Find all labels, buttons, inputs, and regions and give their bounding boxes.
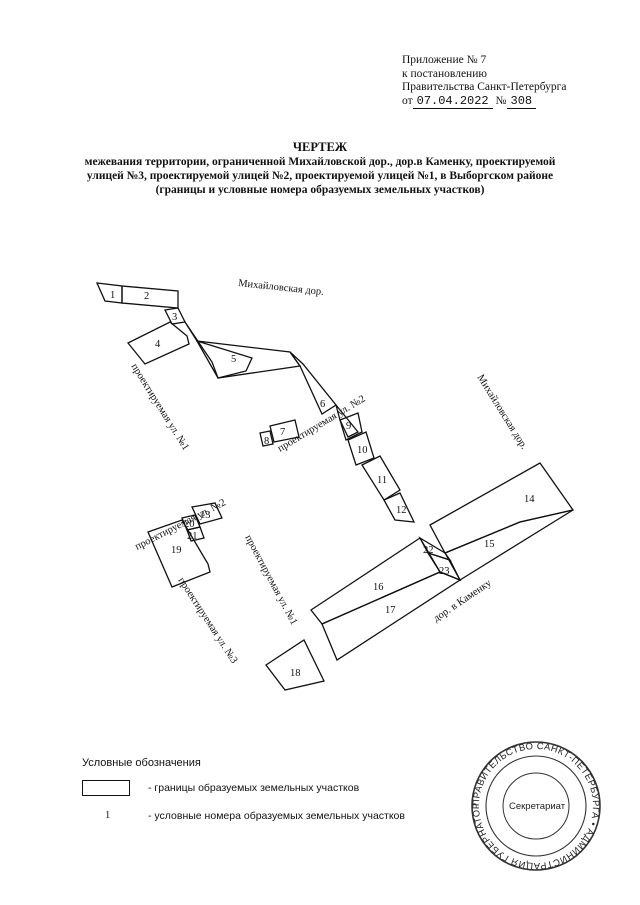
plot-number-20: 20 bbox=[184, 519, 195, 530]
plot-5-inner bbox=[195, 339, 253, 379]
plot-number-4: 4 bbox=[155, 339, 161, 350]
plot-17-boundary bbox=[321, 571, 462, 661]
plot-19-boundary bbox=[147, 519, 211, 588]
legend-boundary-text: - границы образуемых земельных участков bbox=[148, 782, 360, 794]
plot-number-1: 1 bbox=[110, 290, 115, 301]
plot-9-box bbox=[339, 412, 363, 441]
legend-title: Условные обозначения bbox=[82, 757, 201, 769]
plot-number-17: 17 bbox=[385, 605, 396, 616]
plot-number-2: 2 bbox=[144, 291, 149, 302]
plot-21-boundary bbox=[186, 526, 205, 542]
plot-18-boundary bbox=[265, 639, 325, 691]
seal-center-text: Секретариат bbox=[509, 801, 566, 812]
plot-number-18: 18 bbox=[290, 668, 301, 679]
legend-number-sample: 1 bbox=[105, 810, 111, 821]
plot-number-8: 8 bbox=[264, 436, 269, 447]
plot-number-11: 11 bbox=[377, 475, 387, 486]
drawing-title: ЧЕРТЕЖ межевания территории, ограниченно… bbox=[60, 140, 580, 197]
title-line-2: улицей №3, проектируемой улицей №2, прое… bbox=[86, 170, 554, 182]
plot-number-22: 22 bbox=[423, 545, 434, 556]
plot-7-boundary bbox=[269, 419, 300, 443]
plot-number-19: 19 bbox=[171, 545, 182, 556]
plot-number-10: 10 bbox=[357, 445, 368, 456]
resolution-date: 07.04.2022 bbox=[412, 93, 493, 109]
appendix-line-1: Приложение № 7 bbox=[402, 54, 487, 66]
legend-number-text: - условные номера образуемых земельных у… bbox=[148, 810, 405, 822]
plot-number-13: 13 bbox=[200, 510, 211, 521]
plot-number-5: 5 bbox=[231, 354, 236, 365]
number-prefix: № bbox=[495, 94, 507, 107]
street-label-mikhailovskaya-top: Михайловская дор. bbox=[238, 278, 325, 298]
appendix-line-3: Правительства Санкт-Петербурга bbox=[402, 81, 567, 93]
title-line-3: (границы и условные номера образуемых зе… bbox=[155, 184, 485, 196]
plot-number-14: 14 bbox=[524, 494, 535, 505]
street-label-proj3: проектируемая ул. №3 bbox=[175, 576, 239, 666]
plot-11-boundary bbox=[361, 455, 401, 501]
plot-14-boundary bbox=[429, 462, 575, 554]
legend-boundary-sample bbox=[82, 780, 130, 796]
plot-12-boundary bbox=[383, 492, 416, 523]
plot-8-boundary bbox=[259, 430, 274, 447]
appendix-block: Приложение № 7 к постановлению Правитель… bbox=[402, 54, 567, 109]
plot-number-21: 21 bbox=[187, 531, 198, 542]
plot-13-boundary bbox=[191, 502, 223, 525]
plot-10-boundary bbox=[347, 431, 375, 466]
plot-number-16: 16 bbox=[373, 582, 384, 593]
plot-2-boundary bbox=[121, 285, 179, 309]
street-label-proj1-bottom: проектируемая ул. №1 bbox=[242, 533, 299, 627]
from-prefix: от bbox=[402, 94, 413, 107]
plot-6-boundary bbox=[289, 351, 337, 415]
title-heading: ЧЕРТЕЖ bbox=[292, 140, 348, 154]
plot-number-9: 9 bbox=[346, 421, 351, 432]
appendix-line-2: к постановлению bbox=[402, 67, 487, 80]
plot-9-boundary bbox=[335, 404, 360, 438]
plot-number-6: 6 bbox=[320, 399, 325, 410]
plot-number-3: 3 bbox=[172, 312, 177, 323]
street-label-proj1-left: проектируемая ул. №1 bbox=[128, 362, 190, 453]
street-label-mikhailovskaya-right: Михайловская дор. bbox=[474, 373, 529, 452]
title-line-1: межевания территории, ограниченной Михай… bbox=[84, 156, 556, 168]
street-label-kamenka: дор. в Каменку bbox=[432, 577, 495, 624]
plot-number-15: 15 bbox=[484, 539, 495, 550]
resolution-number: 308 bbox=[506, 93, 537, 109]
plot-number-12: 12 bbox=[396, 505, 407, 516]
plot-15-boundary bbox=[444, 509, 574, 581]
plot-number-23: 23 bbox=[439, 566, 450, 577]
plot-4-boundary bbox=[126, 321, 190, 365]
plot-number-7: 7 bbox=[280, 427, 285, 438]
